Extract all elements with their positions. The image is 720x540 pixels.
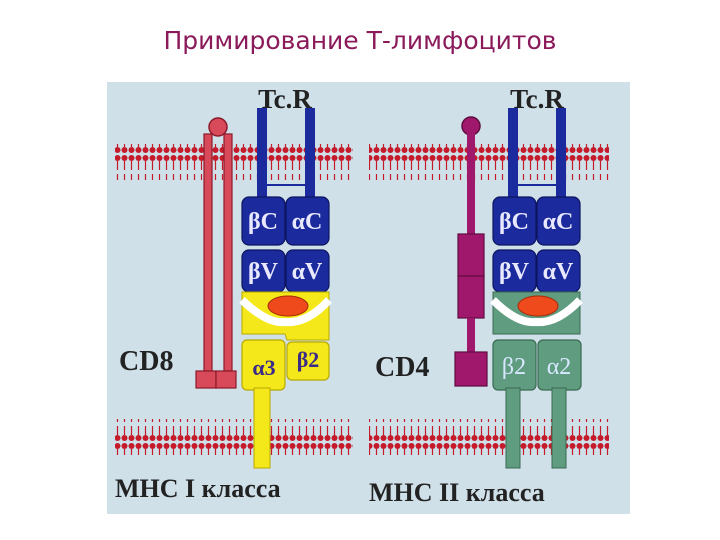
domain-beta-v-left: βV: [248, 259, 279, 285]
domain-beta2-mhc1: β2: [297, 347, 320, 372]
cd8-label: CD8: [119, 346, 173, 377]
domain-alpha-v-right: αV: [543, 259, 574, 285]
slide-title: Примирование Т-лимфоцитов: [163, 26, 557, 55]
mhc1-label: MHC I класса: [115, 474, 281, 503]
tcell-priming-figure: Tc.R Tc.R βC αC βV αV βC αC βV αV α3 β2 …: [107, 82, 630, 514]
cd8-coreceptor: [195, 117, 237, 389]
domain-alpha2-mhc2: α2: [547, 354, 572, 380]
tcr-right: [492, 108, 581, 293]
domain-beta2-mhc2: β2: [502, 354, 526, 380]
tcr-label-left: Tc.R: [258, 84, 312, 114]
domain-alpha-v-left: αV: [292, 259, 323, 285]
peptide-left: [267, 295, 309, 317]
domain-beta-v-right: βV: [499, 259, 530, 285]
tcr-label-right: Tc.R: [510, 84, 564, 114]
domain-alpha-c-left: αC: [292, 209, 323, 235]
cd4-coreceptor: [454, 116, 488, 387]
domain-beta-c-left: βC: [248, 209, 278, 235]
domain-alpha-c-right: αC: [543, 209, 574, 235]
mhc2-label: MHC II класса: [369, 478, 545, 507]
apc-membrane: [115, 419, 609, 455]
cd4-label: CD4: [375, 352, 429, 383]
domain-alpha3-mhc1: α3: [252, 355, 275, 380]
domain-beta-c-right: βC: [499, 209, 529, 235]
peptide-right: [517, 295, 559, 317]
